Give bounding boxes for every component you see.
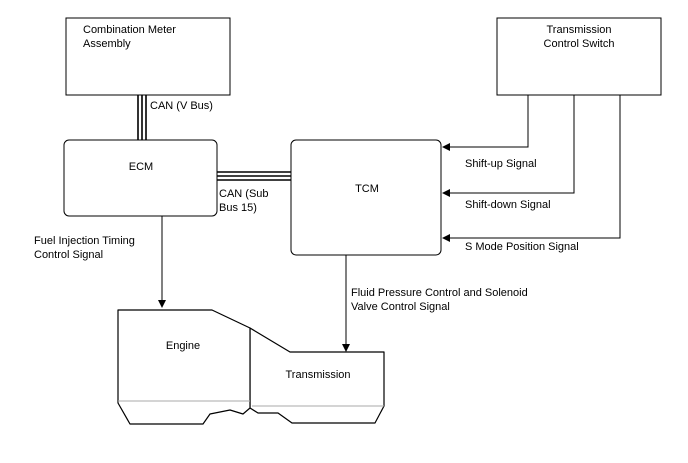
s-mode-position-signal-line xyxy=(442,95,621,242)
fluid-pressure-solenoid-label-line2: Valve Control Signal xyxy=(351,301,450,313)
can-v-bus-line xyxy=(137,95,147,140)
fluid-pressure-solenoid-label-line1: Fluid Pressure Control and Solenoid xyxy=(351,287,528,299)
transmission-control-switch-label-line2: Control Switch xyxy=(544,38,615,50)
combination-meter-box xyxy=(65,17,231,96)
transmission-label: Transmission xyxy=(286,369,351,381)
transmission-control-switch-box xyxy=(496,17,662,96)
s-mode-position-signal-label: S Mode Position Signal xyxy=(465,241,579,253)
transmission-shape xyxy=(249,327,385,424)
can-sub-bus-15-label-line1: CAN (Sub xyxy=(219,188,269,200)
fuel-injection-timing-label-line1: Fuel Injection Timing xyxy=(34,235,135,247)
fuel-injection-timing-label-line2: Control Signal xyxy=(34,249,103,261)
shift-down-signal-label: Shift-down Signal xyxy=(465,199,551,211)
ecm-label: ECM xyxy=(129,161,153,173)
can-sub-bus-15-label-line2: Bus 15) xyxy=(219,202,257,214)
tcm-box xyxy=(290,139,442,256)
shift-up-signal-line xyxy=(442,95,529,151)
tcm-label: TCM xyxy=(355,183,379,195)
shift-up-signal-label: Shift-up Signal xyxy=(465,158,537,170)
engine-label: Engine xyxy=(166,340,200,352)
can-sub-bus-15-line xyxy=(217,171,291,181)
combination-meter-label-line2: Assembly xyxy=(83,38,131,50)
can-v-bus-label: CAN (V Bus) xyxy=(150,100,213,112)
engine-shape xyxy=(117,309,251,425)
ecm-box xyxy=(63,139,218,217)
transmission-control-switch-label-line1: Transmission xyxy=(547,24,612,36)
shift-down-signal-line xyxy=(442,95,575,197)
combination-meter-label-line1: Combination Meter xyxy=(83,24,176,36)
